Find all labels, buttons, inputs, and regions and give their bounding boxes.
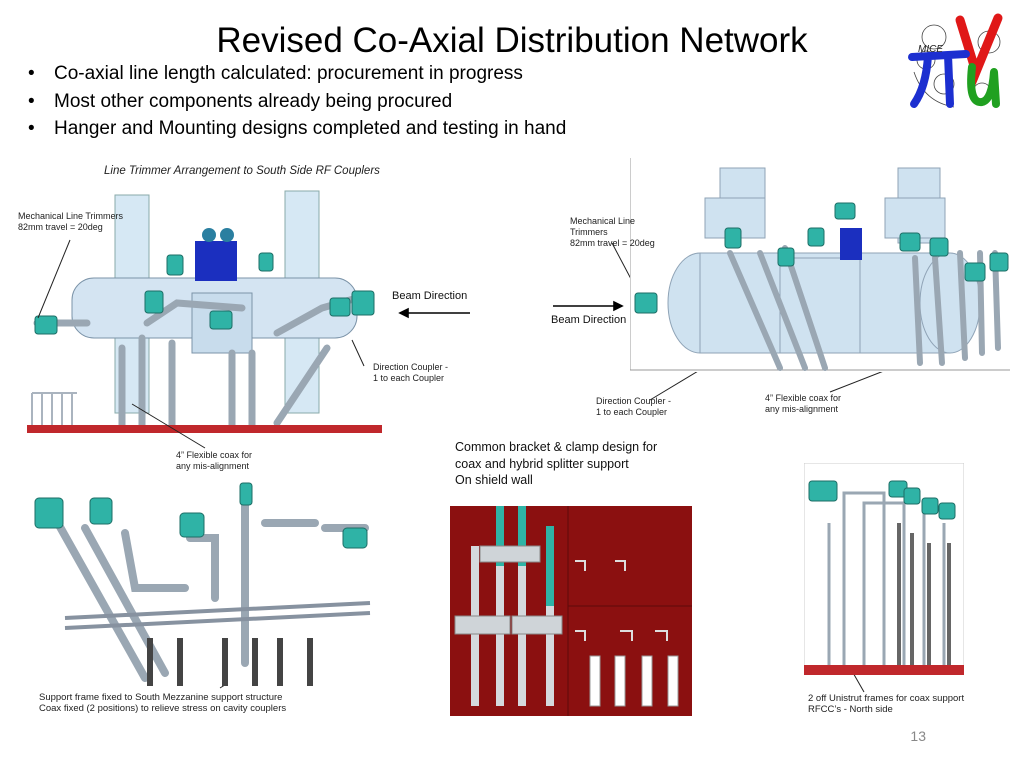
bracket-caption: Common bracket & clamp design for coax a…	[455, 440, 658, 487]
beam-direction-label: Beam Direction	[551, 314, 627, 326]
slide-title: Revised Co-Axial Distribution Network	[216, 21, 808, 60]
flex-coax-label: 4” Flexible coax for any mis-alignment	[176, 450, 253, 471]
bullet-item: Co-axial line length calculated: procure…	[18, 60, 566, 88]
page-number: 13	[910, 728, 926, 744]
flex-coax-label: 4” Flexible coax for any mis-alignment	[765, 393, 842, 414]
unistrut-frame-drawing	[804, 463, 964, 675]
coupler-label: Direction Coupler - 1 to each Coupler	[596, 396, 672, 417]
bullet-item: Hanger and Mounting designs completed an…	[18, 115, 566, 143]
bullet-item: Most other components already being proc…	[18, 88, 566, 116]
coupler-label: Direction Coupler - 1 to each Coupler	[373, 362, 449, 383]
logo-text: MICE	[918, 44, 943, 55]
mice-logo: MICE	[908, 13, 1003, 108]
figure-heading: Line Trimmer Arrangement to South Side R…	[104, 165, 380, 177]
beam-direction-label: Beam Direction	[392, 290, 468, 302]
perspective-drawing	[630, 158, 1012, 372]
unistrut-caption: 2 off Unistrut frames for coax support R…	[808, 693, 965, 715]
shield-wall-drawing	[450, 506, 692, 716]
support-frame-drawing	[25, 478, 387, 686]
bullet-list: Co-axial line length calculated: procure…	[18, 60, 566, 143]
trimmer-label: Mechanical Line Trimmers 82mm travel = 2…	[18, 211, 124, 232]
trimmer-label: Mechanical Line Trimmers 82mm travel = 2…	[570, 216, 655, 248]
support-frame-caption: Support frame fixed to South Mezzanine s…	[39, 692, 287, 714]
trimmer-arrangement-drawing	[27, 183, 382, 433]
